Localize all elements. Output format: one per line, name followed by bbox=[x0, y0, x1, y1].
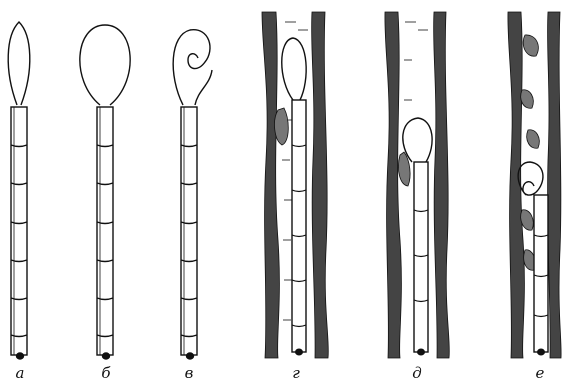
panel-f-tube bbox=[534, 195, 548, 352]
panel-d-wall-left bbox=[262, 12, 279, 358]
panel-c-figure bbox=[173, 30, 212, 359]
panel-label-f: е bbox=[525, 364, 555, 382]
panel-e-tip bbox=[418, 349, 425, 355]
panel-label-c: в bbox=[174, 364, 204, 382]
panel-d-tip bbox=[296, 349, 303, 355]
panel-a-tube bbox=[11, 107, 27, 355]
panel-e-wall-right bbox=[434, 12, 450, 358]
panel-a-loop bbox=[8, 22, 30, 105]
panel-b-loop bbox=[80, 25, 130, 105]
panel-d-cell-cluster bbox=[275, 108, 289, 145]
panel-a-figure bbox=[8, 22, 30, 359]
panel-label-b: б bbox=[91, 364, 121, 382]
panel-c-tube bbox=[181, 107, 197, 355]
panel-e-wall-left bbox=[385, 12, 401, 358]
panel-d-figure bbox=[262, 12, 328, 358]
panel-f-wall-right bbox=[548, 12, 562, 358]
panel-label-e: д bbox=[402, 364, 432, 382]
panel-d-loop bbox=[282, 38, 306, 100]
panel-f-loop bbox=[518, 162, 543, 195]
panel-f-tip bbox=[538, 349, 545, 355]
panel-f-figure bbox=[508, 12, 561, 358]
panel-d-wall-right bbox=[312, 12, 329, 358]
panel-label-d: г bbox=[281, 364, 311, 382]
panel-e-loop bbox=[403, 118, 432, 162]
panel-c-loop bbox=[173, 30, 212, 105]
panel-f-wall-left bbox=[508, 12, 524, 358]
panel-d-tube bbox=[292, 100, 306, 352]
panel-a-tip bbox=[17, 353, 24, 359]
panel-label-a: а bbox=[5, 364, 35, 382]
panel-b-tube bbox=[97, 107, 113, 355]
panel-c-tip bbox=[187, 353, 194, 359]
panel-b-figure bbox=[80, 25, 130, 359]
panel-e-figure bbox=[385, 12, 449, 358]
panel-e-fluid-dashes bbox=[404, 22, 428, 100]
panel-b-tip bbox=[103, 353, 110, 359]
